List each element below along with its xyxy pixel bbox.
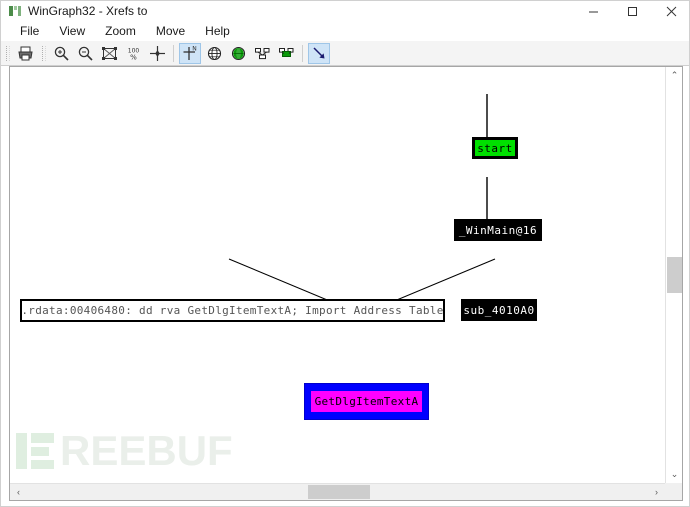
graph-node-sub-4010a0[interactable]: sub_4010A0	[461, 299, 537, 321]
menu-item-help[interactable]: Help	[205, 24, 230, 38]
freebuf-logo-icon	[16, 431, 56, 471]
graph-edges	[228, 94, 496, 320]
svg-text:N: N	[192, 45, 197, 52]
svg-text:100: 100	[127, 47, 139, 54]
menu-item-view[interactable]: View	[59, 24, 86, 38]
graph-node-rdata[interactable]: .rdata:00406480: dd rva GetDlgItemTextA;…	[20, 299, 445, 322]
globe-outline-icon[interactable]	[203, 43, 225, 64]
zoom-in-icon[interactable]	[50, 43, 72, 64]
freebuf-watermark: REEBUF	[16, 429, 233, 473]
graph-node-getdlgitemtexta[interactable]: GetDlgItemTextA	[304, 383, 429, 420]
graph-filled-icon[interactable]	[275, 43, 297, 64]
globe-filled-icon[interactable]	[227, 43, 249, 64]
zoom-out-icon[interactable]	[74, 43, 96, 64]
horizontal-scrollbar[interactable]: ‹ ›	[10, 483, 665, 500]
fit-window-icon[interactable]	[98, 43, 120, 64]
scroll-up-icon[interactable]: ⌃	[670, 70, 679, 80]
toolbar-separator	[173, 44, 174, 62]
close-icon[interactable]	[652, 1, 689, 21]
graph-client-area: start _WinMain@16 sub_4010A0 .rdata:0040…	[9, 66, 683, 501]
toolbar-grip-2[interactable]	[42, 45, 46, 61]
graph-outline-icon[interactable]	[251, 43, 273, 64]
center-icon[interactable]	[146, 43, 168, 64]
graph-canvas[interactable]: start _WinMain@16 sub_4010A0 .rdata:0040…	[10, 67, 665, 483]
minimize-icon[interactable]	[574, 1, 613, 21]
svg-text:%: %	[130, 53, 137, 61]
menu-bar: File View Zoom Move Help	[1, 21, 689, 41]
scroll-right-icon[interactable]: ›	[655, 487, 658, 497]
scroll-down-icon[interactable]: ⌄	[670, 469, 679, 479]
graph-app-icon	[9, 5, 21, 17]
vertical-scroll-thumb[interactable]	[667, 257, 682, 293]
print-icon[interactable]	[14, 43, 36, 64]
move-north-icon[interactable]: N	[179, 42, 201, 64]
zoom-100-percent-icon[interactable]: 100 %	[122, 43, 144, 64]
arrow-down-right-icon[interactable]	[308, 42, 330, 64]
maximize-icon[interactable]	[613, 1, 652, 21]
window-title: WinGraph32 - Xrefs to	[28, 4, 148, 18]
scrollbar-corner	[665, 483, 682, 500]
toolbar-separator-2	[302, 44, 303, 62]
title-bar: WinGraph32 - Xrefs to	[1, 1, 689, 21]
horizontal-scroll-thumb[interactable]	[308, 485, 370, 499]
menu-item-file[interactable]: File	[20, 24, 40, 38]
menu-item-zoom[interactable]: Zoom	[105, 24, 136, 38]
graph-node-winmain[interactable]: _WinMain@16	[454, 219, 542, 241]
graph-node-getdlgitemtexta-label: GetDlgItemTextA	[311, 391, 422, 412]
toolbar-grip[interactable]	[6, 45, 10, 61]
window-controls	[574, 1, 689, 21]
menu-item-move[interactable]: Move	[155, 24, 186, 38]
scroll-left-icon[interactable]: ‹	[17, 487, 20, 497]
vertical-scrollbar[interactable]: ⌃ ⌄	[665, 67, 682, 483]
graph-node-start[interactable]: start	[472, 137, 518, 159]
toolbar: 100 % N	[1, 41, 689, 66]
freebuf-watermark-text: REEBUF	[60, 427, 233, 474]
